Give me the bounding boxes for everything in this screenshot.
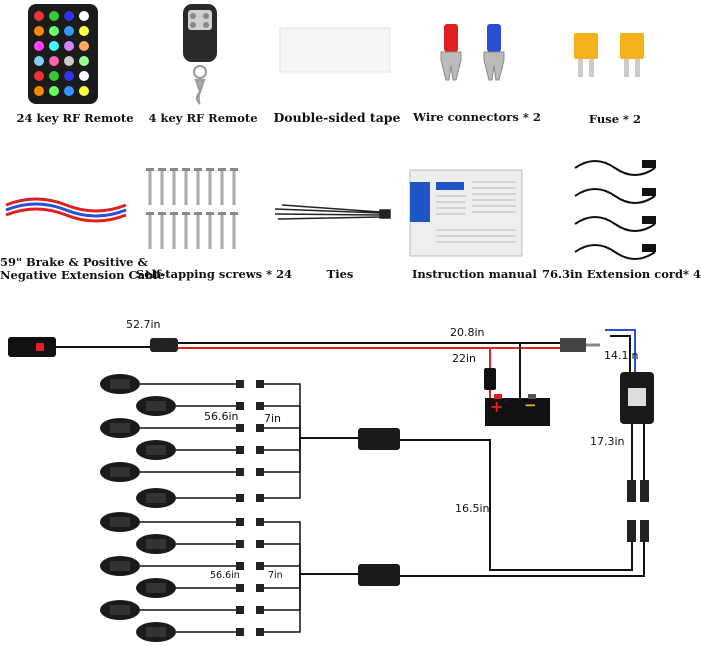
dim-controller-top: 14.1in [604, 349, 639, 362]
item-label-extension-cable-line2: Negative Extension Cable [0, 268, 165, 282]
dim-fuse: 22in [452, 352, 477, 365]
item-label-remote-24: 24 key RF Remote [16, 111, 134, 125]
item-label-screws: Self-tapping screws * 24 [136, 267, 293, 281]
dim-battery: 20.8in [450, 326, 485, 339]
screw-icon [146, 168, 238, 249]
dim-pod-2: 56.6in [210, 570, 240, 581]
fuse-icon [574, 33, 644, 77]
wire-connector-icon [440, 24, 505, 81]
remote-4-key-icon [183, 4, 217, 105]
item-label-remote-4: 4 key RF Remote [148, 111, 258, 125]
battery-plus-label: + [490, 397, 504, 416]
item-label-tape: Double-sided tape [273, 110, 401, 125]
battery-minus-label: − [524, 396, 537, 414]
dim-pig-2: 7in [268, 570, 283, 581]
dim-pig-1: 7in [264, 412, 282, 425]
dim-pod-1: 56.6in [204, 410, 239, 423]
wiring-diagram [8, 329, 654, 642]
tape-icon [279, 27, 391, 73]
dim-controller: 17.3in [590, 435, 625, 448]
item-label-manual: Instruction manual [412, 267, 537, 281]
extension-cable-icon [5, 197, 127, 223]
dim-long: 16.5in [455, 502, 490, 515]
item-label-extension-cable-line1: 59" Brake & Positive & [0, 255, 148, 269]
cable-tie-icon [274, 204, 391, 220]
extension-cord-icon [574, 160, 656, 260]
item-label-ties: Ties [326, 267, 354, 281]
manual-icon [409, 169, 523, 257]
item-label-extension-cord: 76.3in Extension cord* 4 [542, 267, 701, 281]
dim-main: 52.7in [126, 318, 161, 331]
item-label-wire-connectors: Wire connectors * 2 [413, 110, 541, 124]
kit-illustration [5, 4, 656, 642]
remote-24-key-icon [28, 4, 98, 104]
item-label-fuse: Fuse * 2 [588, 112, 642, 126]
